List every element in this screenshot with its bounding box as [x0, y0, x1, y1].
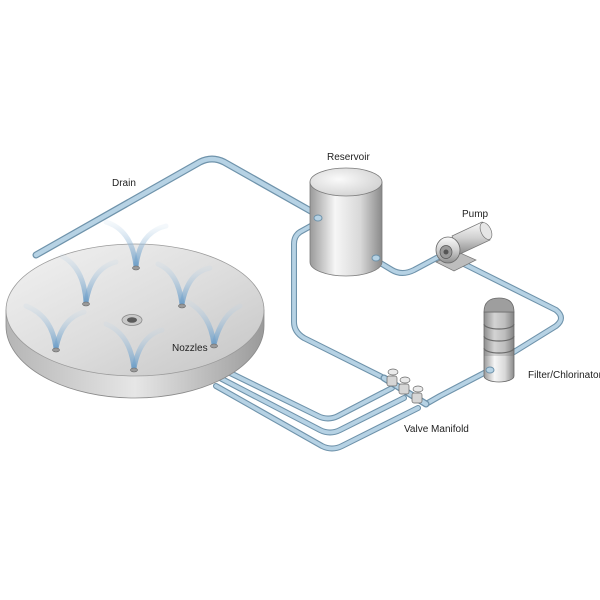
label-reservoir: Reservoir [327, 152, 370, 163]
label-nozzles: Nozzles [172, 343, 208, 354]
nozzle-spray [59, 253, 119, 307]
nozzle-icon [82, 301, 90, 307]
valve-icon [398, 376, 411, 395]
reservoir-tank [309, 167, 383, 277]
nozzle-sprays [23, 219, 243, 373]
nozzle-icon [52, 347, 60, 353]
nozzle-icon [178, 303, 186, 309]
valve-icon [411, 385, 424, 404]
nozzle-spray [155, 261, 213, 309]
basin-top [5, 243, 265, 377]
labels: Drain Reservoir Pump Filter/Chlorinator … [112, 152, 600, 435]
label-filter-chlorinator: Filter/Chlorinator [528, 370, 600, 381]
nozzle-icon [130, 367, 138, 373]
pipes [32, 155, 564, 452]
label-drain: Drain [112, 178, 136, 189]
label-valve-manifold: Valve Manifold [404, 424, 469, 435]
nozzle-spray [103, 219, 169, 271]
pump [435, 221, 493, 272]
fountain-basin [5, 243, 265, 399]
nozzle-icon [210, 343, 218, 349]
nozzle-icon [132, 265, 140, 271]
valve-manifold [380, 368, 430, 408]
filter-chlorinator [483, 297, 515, 383]
nozzle-spray [103, 321, 165, 373]
nozzle-spray [23, 303, 87, 353]
label-pump: Pump [462, 209, 489, 220]
nozzle-spray [185, 299, 243, 349]
valve-icon [386, 368, 399, 387]
